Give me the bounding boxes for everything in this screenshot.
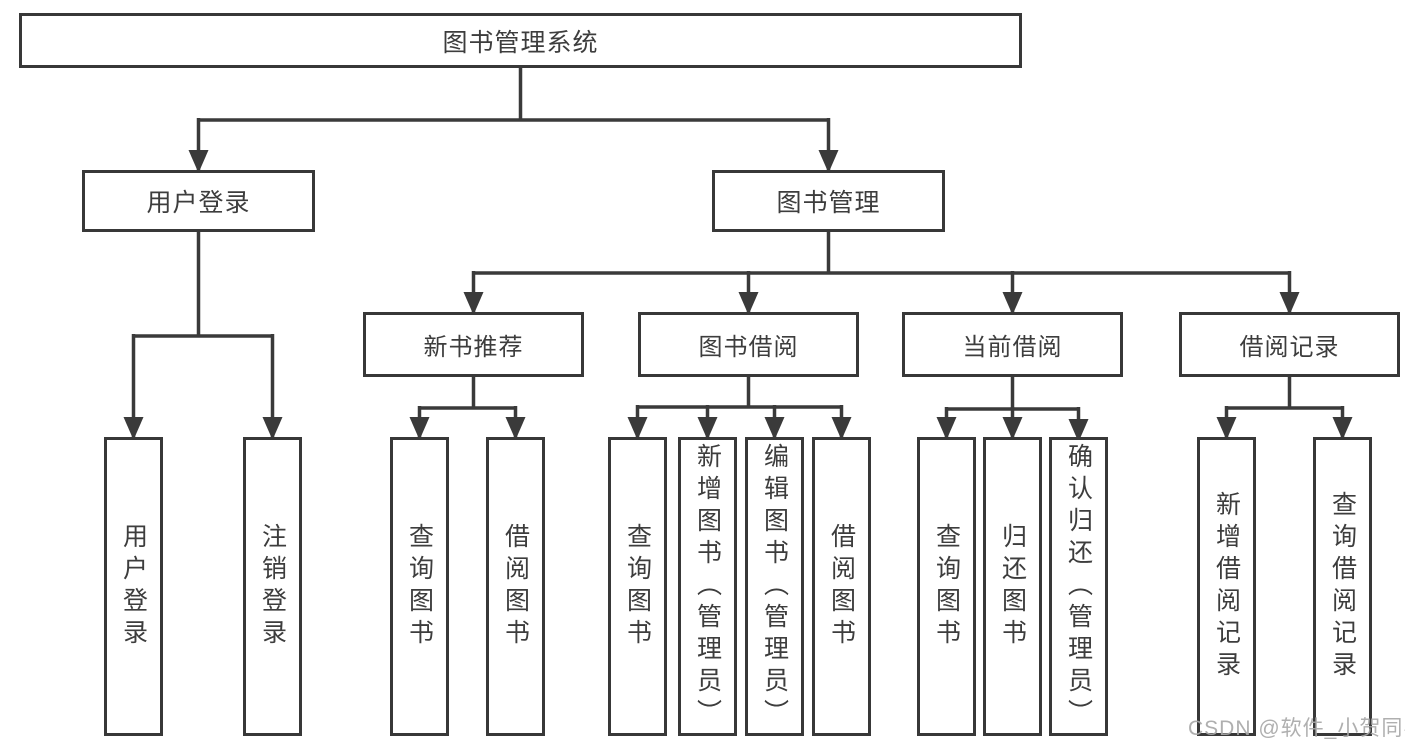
leaf-user-login-label: 用户登录 (119, 522, 148, 651)
leaf-add-books-admin: 新增图书（管理员） (678, 437, 737, 736)
leaf-confirm-return-admin: 确认归还（管理员） (1049, 437, 1108, 736)
leaf-add-borrow-record: 新增借阅记录 (1197, 437, 1256, 736)
leaf-return-books: 归还图书 (983, 437, 1042, 736)
leaf-borrow-books-recommend-label: 借阅图书 (501, 522, 530, 651)
leaf-query-books-current-label: 查询图书 (932, 522, 961, 651)
node-user-login: 用户登录 (82, 170, 315, 232)
leaf-borrow-books-recommend: 借阅图书 (486, 437, 545, 736)
leaf-query-books-recommend-label: 查询图书 (405, 522, 434, 651)
leaf-user-login: 用户登录 (104, 437, 163, 736)
node-current-borrowing-label: 当前借阅 (962, 334, 1063, 361)
node-library-management-system: 图书管理系统 (19, 13, 1022, 68)
leaf-add-borrow-record-label: 新增借阅记录 (1212, 490, 1241, 683)
leaf-borrow-books-borrowing: 借阅图书 (812, 437, 871, 736)
leaf-query-books-borrowing: 查询图书 (608, 437, 667, 736)
leaf-borrow-books-borrowing-label: 借阅图书 (827, 522, 856, 651)
leaf-query-books-recommend: 查询图书 (390, 437, 449, 736)
node-current-borrowing: 当前借阅 (902, 312, 1123, 377)
leaf-edit-books-admin-label: 编辑图书（管理员） (760, 442, 789, 731)
leaf-logout-label: 注销登录 (258, 522, 287, 651)
leaf-add-books-admin-label: 新增图书（管理员） (693, 442, 722, 731)
node-book-management: 图书管理 (712, 170, 945, 232)
node-library-management-system-label: 图书管理系统 (442, 28, 599, 57)
leaf-confirm-return-admin-label: 确认归还（管理员） (1064, 442, 1093, 731)
node-book-management-label: 图书管理 (776, 189, 881, 217)
node-book-borrowing: 图书借阅 (638, 312, 859, 377)
leaf-query-borrow-record: 查询借阅记录 (1313, 437, 1372, 736)
node-user-login-label: 用户登录 (146, 189, 251, 217)
node-new-book-recommendation-label: 新书推荐 (423, 334, 524, 361)
node-new-book-recommendation: 新书推荐 (363, 312, 584, 377)
node-book-borrowing-label: 图书借阅 (698, 334, 799, 361)
leaf-logout: 注销登录 (243, 437, 302, 736)
node-borrowing-records-label: 借阅记录 (1239, 334, 1340, 361)
leaf-return-books-label: 归还图书 (998, 522, 1027, 651)
leaf-query-books-borrowing-label: 查询图书 (623, 522, 652, 651)
leaf-edit-books-admin: 编辑图书（管理员） (745, 437, 804, 736)
leaf-query-borrow-record-label: 查询借阅记录 (1328, 490, 1357, 683)
node-borrowing-records: 借阅记录 (1179, 312, 1400, 377)
csdn-watermark: CSDN @软件_小贺同学 (1188, 717, 1405, 740)
leaf-query-books-current: 查询图书 (917, 437, 976, 736)
